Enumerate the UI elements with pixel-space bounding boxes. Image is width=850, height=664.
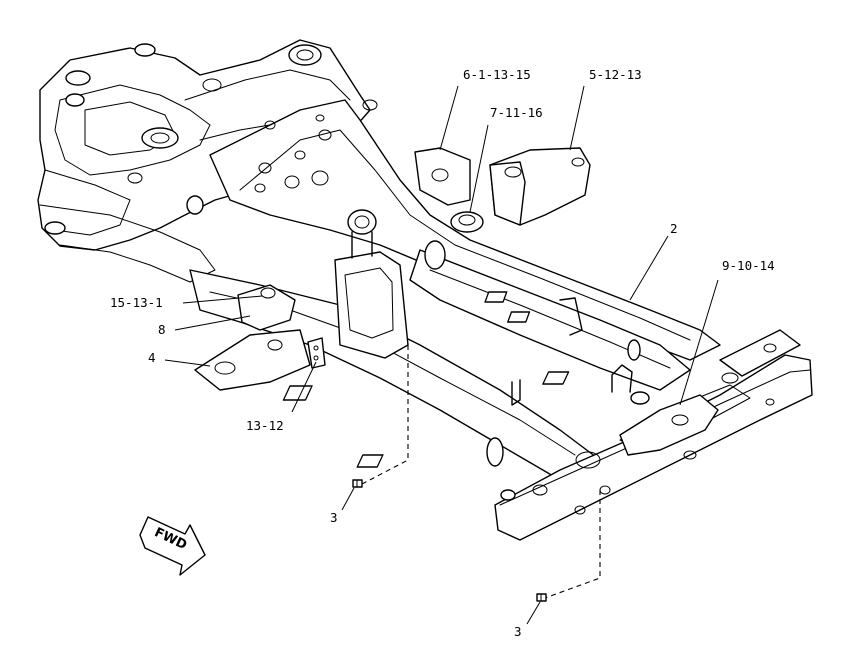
callout-3-upper: 3	[330, 510, 338, 525]
callout-labels: 6-1-13-15 5-12-13 7-11-16 2 9-10-14 15-1…	[110, 67, 775, 639]
brackets	[194, 147, 719, 501]
callout-8: 8	[158, 322, 166, 337]
rear-frame	[37, 39, 378, 283]
bolt-3-upper	[352, 479, 363, 488]
callout-3-lower: 3	[514, 624, 522, 639]
callout-5-12-13: 5-12-13	[589, 67, 642, 82]
fwd-arrow: FWD	[139, 516, 206, 576]
callout-7-11-16: 7-11-16	[490, 105, 543, 120]
callout-6-1-13-15: 6-1-13-15	[463, 67, 531, 82]
leader-lines	[164, 85, 719, 625]
callout-15-13-1: 15-13-1	[110, 295, 163, 310]
bolts	[352, 345, 601, 602]
callout-4: 4	[148, 350, 156, 365]
callout-9-10-14: 9-10-14	[722, 258, 775, 273]
callout-13-12: 13-12	[246, 418, 284, 433]
callout-2: 2	[670, 221, 678, 236]
bolt-3-lower	[536, 593, 547, 602]
